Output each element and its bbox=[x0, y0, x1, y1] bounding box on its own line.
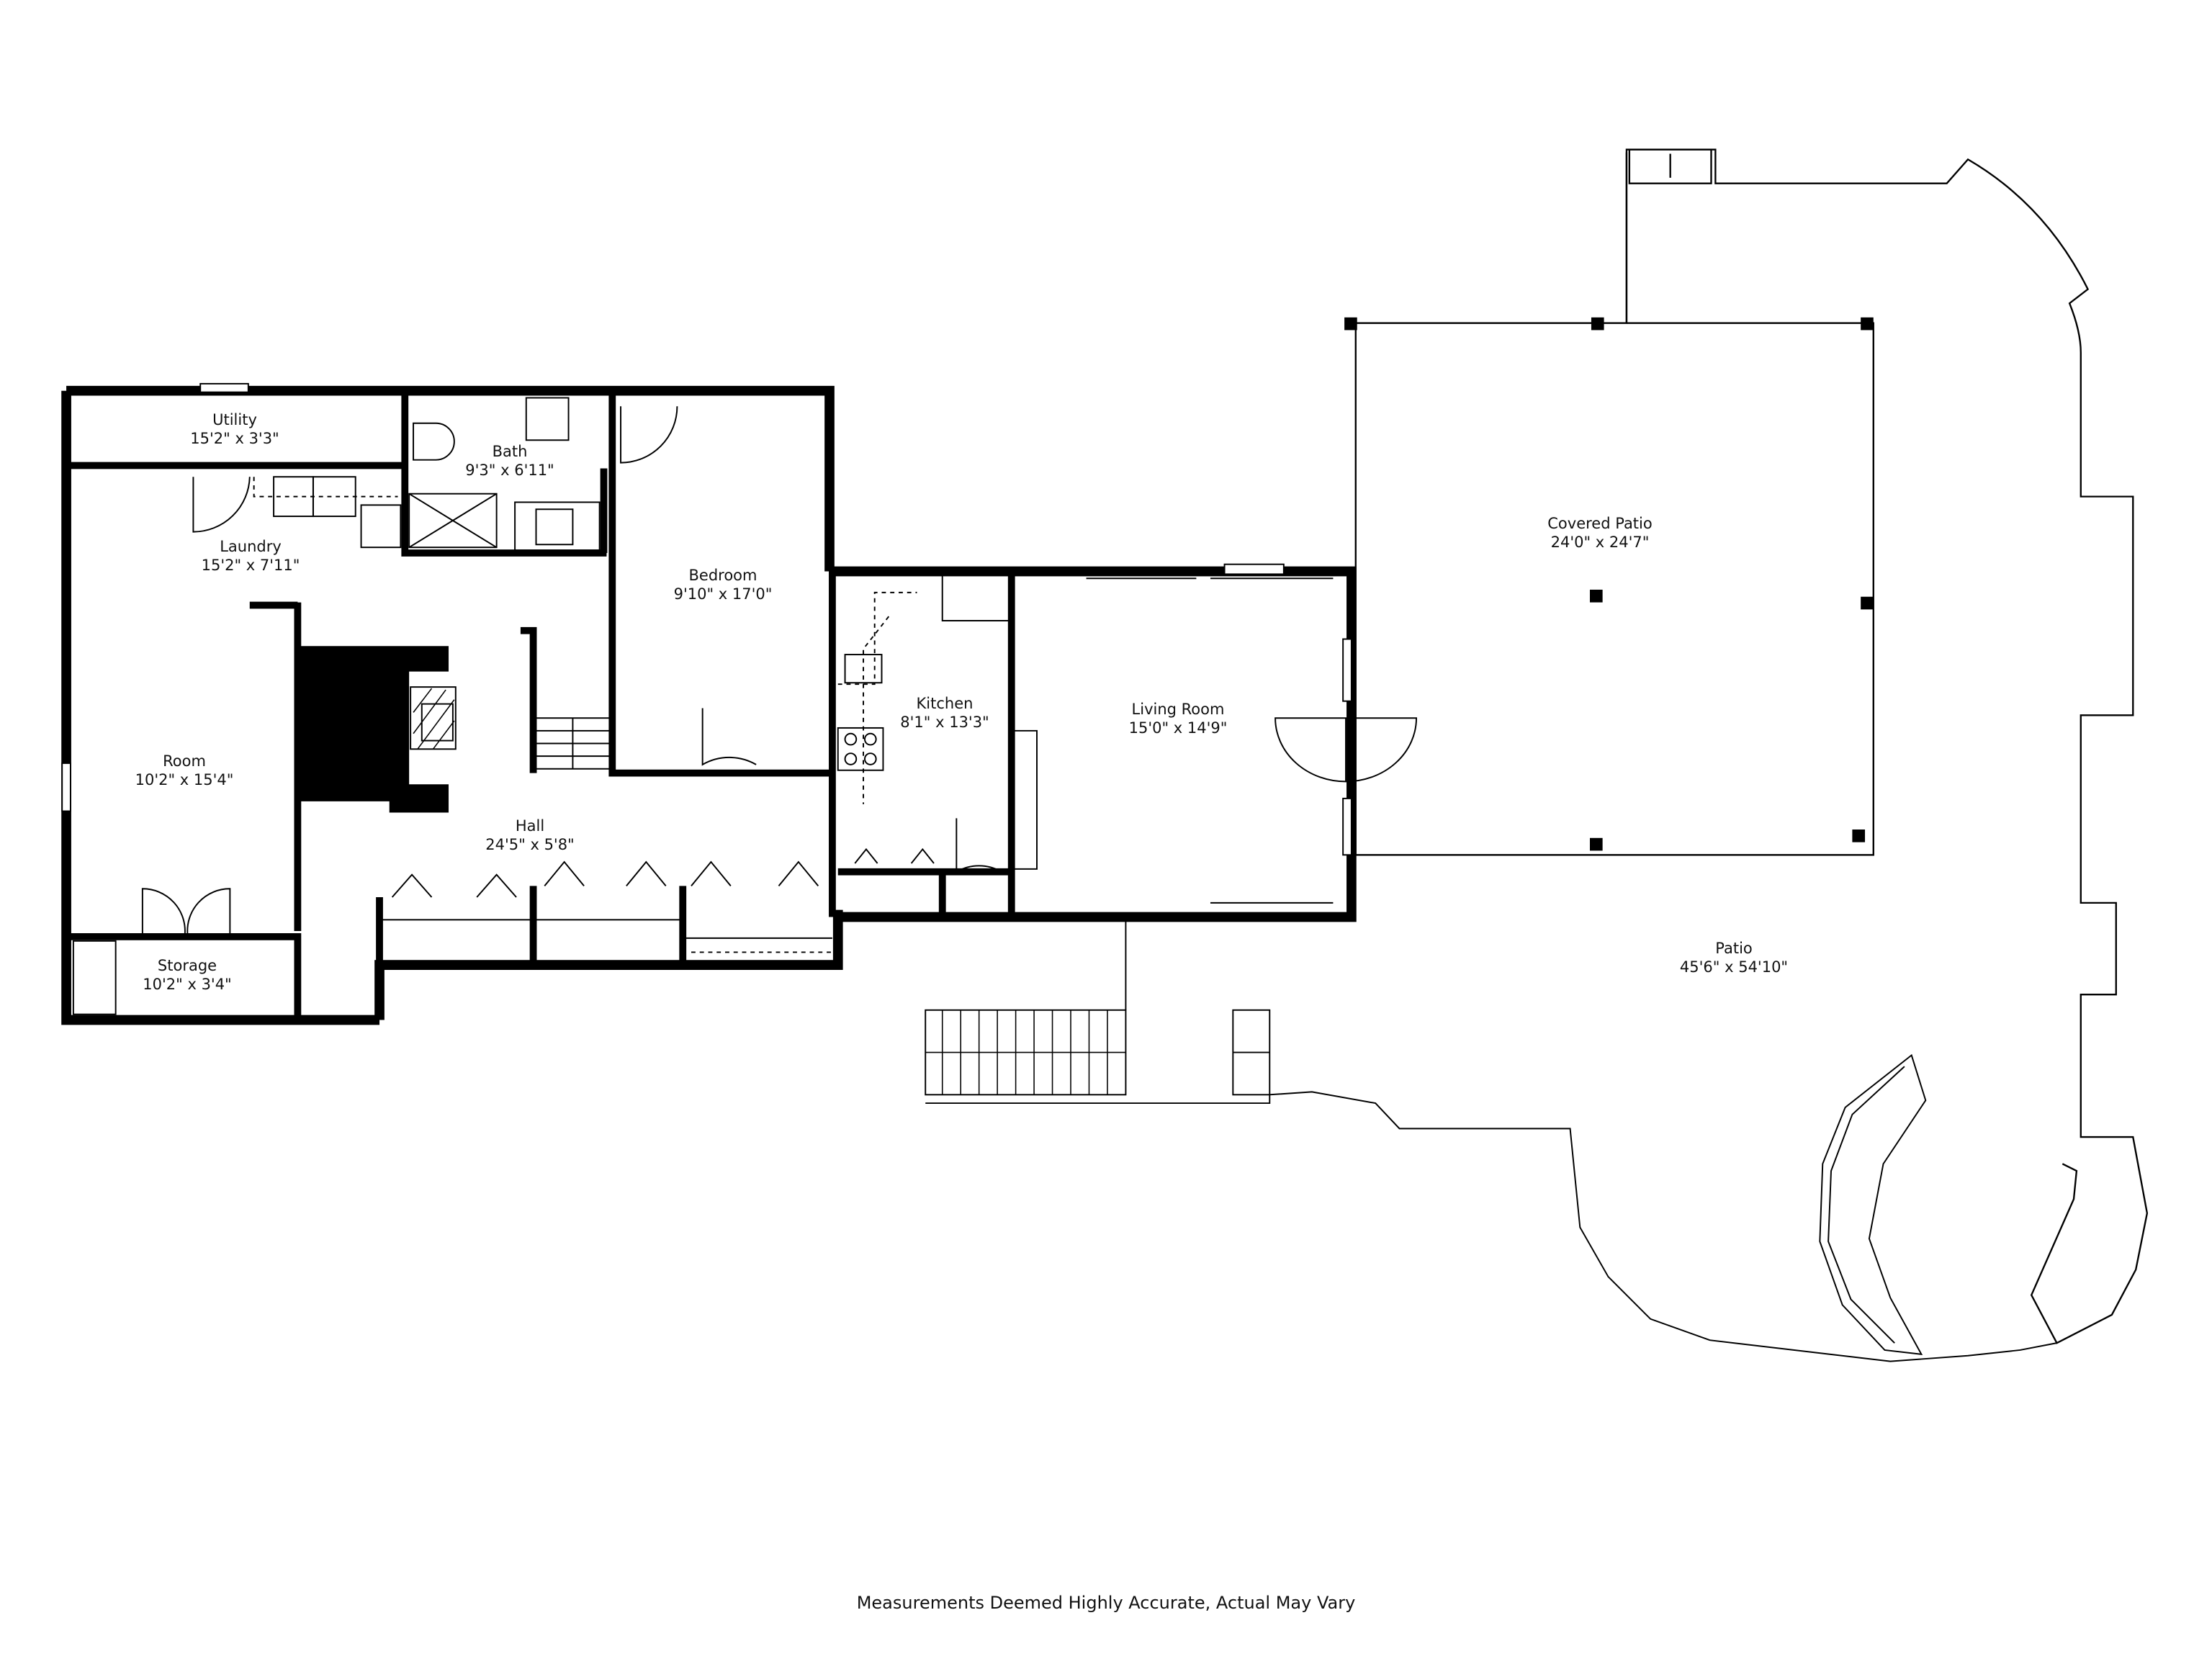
room-dimensions: 9'3" x 6'11" bbox=[465, 462, 554, 479]
exterior-walls bbox=[61, 385, 1357, 1025]
room-label-patio: Patio 45'6" x 54'10" bbox=[1680, 939, 1788, 976]
room-label-bath: Bath 9'3" x 6'11" bbox=[465, 442, 554, 480]
room-dimensions: 10'2" x 3'4" bbox=[143, 976, 232, 993]
patio-columns bbox=[1344, 317, 1874, 851]
room-label-kitchen: Kitchen 8'1" x 13'3" bbox=[900, 694, 989, 732]
room-label-laundry: Laundry 15'2" x 7'11" bbox=[202, 537, 300, 575]
room-dimensions: 9'10" x 17'0" bbox=[673, 585, 773, 603]
room-name: Laundry bbox=[220, 538, 282, 555]
fireplace-icon bbox=[300, 646, 449, 813]
room-name: Utility bbox=[212, 411, 257, 428]
room-label-covered-patio: Covered Patio 24'0" x 24'7" bbox=[1547, 514, 1652, 552]
room-name: Bath bbox=[492, 443, 528, 460]
room-dimensions: 45'6" x 54'10" bbox=[1679, 958, 1789, 976]
room-label-living-room: Living Room 15'0" x 14'9" bbox=[1129, 700, 1228, 737]
room-name: Patio bbox=[1715, 940, 1753, 957]
room-dimensions: 10'2" x 15'4" bbox=[135, 771, 234, 788]
room-dimensions: 8'1" x 13'3" bbox=[900, 714, 989, 731]
room-dimensions: 24'5" x 5'8" bbox=[485, 836, 575, 853]
room-label-utility: Utility 15'2" x 3'3" bbox=[190, 410, 279, 448]
room-dimensions: 24'0" x 24'7" bbox=[1550, 534, 1650, 551]
room-dimensions: 15'0" x 14'9" bbox=[1128, 719, 1228, 737]
room-label-storage: Storage 10'2" x 3'4" bbox=[143, 956, 231, 994]
room-dimensions: 15'2" x 7'11" bbox=[201, 557, 300, 574]
room-label-room: Room 10'2" x 15'4" bbox=[135, 752, 234, 789]
room-name: Room bbox=[163, 752, 206, 770]
room-name: Kitchen bbox=[916, 695, 974, 712]
room-name: Hall bbox=[515, 817, 545, 835]
room-name: Storage bbox=[157, 957, 217, 974]
room-name: Living Room bbox=[1131, 701, 1225, 718]
interior-walls bbox=[66, 390, 1015, 1016]
room-label-bedroom: Bedroom 9'10" x 17'0" bbox=[674, 566, 773, 603]
room-name: Covered Patio bbox=[1547, 515, 1653, 532]
measurement-disclaimer: Measurements Deemed Highly Accurate, Act… bbox=[856, 1593, 1356, 1613]
room-dimensions: 15'2" x 3'3" bbox=[190, 430, 279, 447]
room-name: Bedroom bbox=[688, 567, 757, 584]
room-label-hall: Hall 24'5" x 5'8" bbox=[485, 817, 574, 854]
